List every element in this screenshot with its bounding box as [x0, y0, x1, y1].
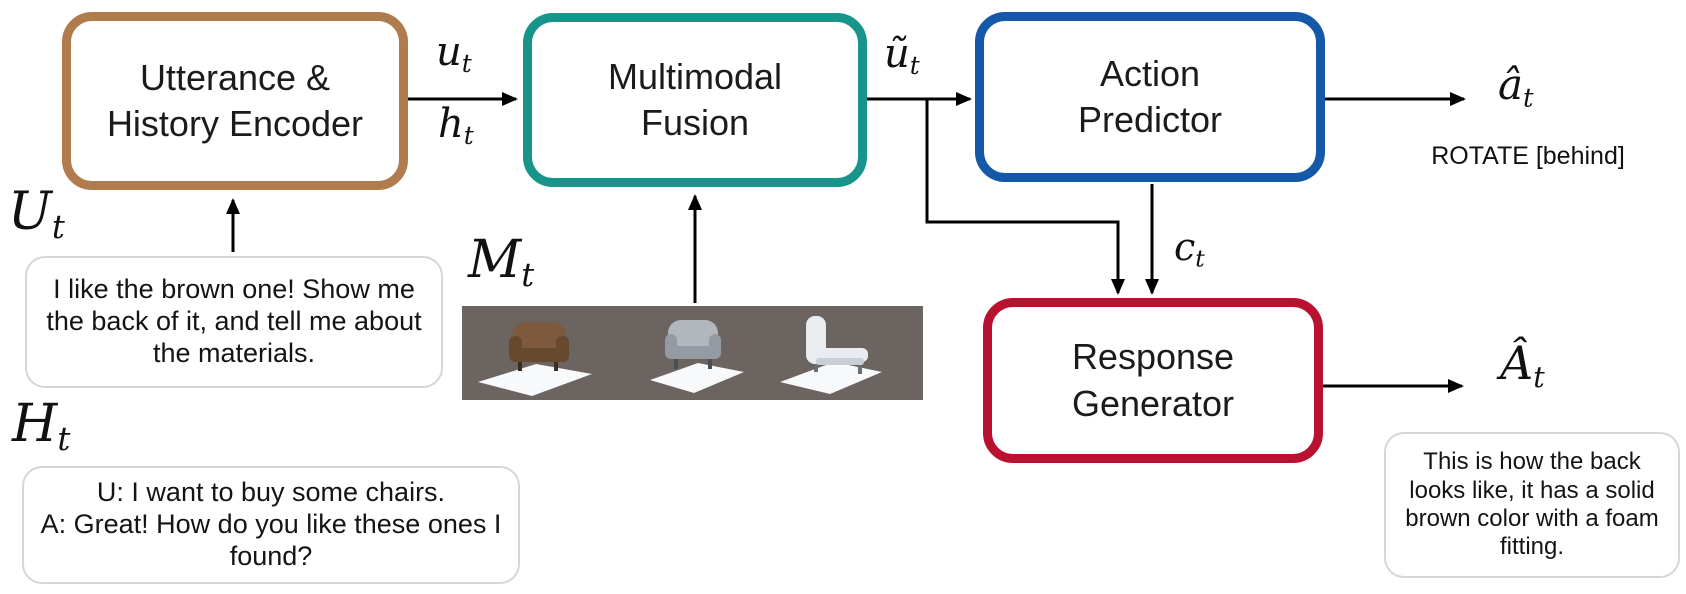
gray-armchair-icon — [665, 320, 721, 369]
chair-leg — [708, 358, 712, 369]
label-U-t-sub: t — [51, 208, 65, 247]
white-chaise-icon — [806, 316, 868, 374]
utterance-history-encoder-box: Utterance & History Encoder — [62, 12, 408, 190]
platform-left — [478, 364, 592, 396]
chair-leg — [674, 358, 678, 369]
label-H-t-base: H — [12, 394, 58, 454]
label-c-t-base: c — [1174, 225, 1196, 269]
label-H-t-sub: t — [57, 420, 71, 459]
chair-leg — [858, 364, 862, 374]
label-U-t: Ut — [8, 186, 65, 243]
chair-leg — [554, 360, 558, 371]
label-H-t: Ht — [12, 398, 70, 455]
response-bubble: This is how the back looks like, it has … — [1384, 432, 1680, 578]
label-c-t-sub: t — [1195, 244, 1205, 273]
label-u-tilde-t-base: ũ — [884, 31, 910, 77]
label-h-t-sub: t — [463, 120, 474, 150]
label-a-hat-t: ât — [1498, 64, 1534, 114]
label-u-t-base: u — [436, 29, 462, 75]
label-u-tilde-t-sub: t — [909, 50, 920, 80]
label-A-hat-t-sub: t — [1533, 360, 1545, 394]
label-M-t: Mt — [468, 234, 534, 291]
chair-seat — [514, 348, 564, 362]
label-U-t-base: U — [8, 182, 52, 242]
label-u-t-sub: t — [461, 48, 472, 78]
label-c-t: ct — [1174, 228, 1205, 271]
label-A-hat-t: Ât — [1500, 340, 1545, 393]
label-u-t: ut — [436, 32, 472, 77]
chaise-base — [816, 358, 864, 365]
action-example-text: ROTATE [behind] — [1431, 142, 1625, 170]
action-predictor-box: Action Predictor — [975, 12, 1325, 182]
label-M-t-base: M — [468, 230, 522, 290]
chair-back — [668, 320, 718, 352]
label-u-tilde-t: ũt — [884, 34, 920, 79]
response-generator-box: Response Generator — [983, 298, 1323, 463]
label-h-t: ht — [438, 104, 474, 149]
history-bubble: U: I want to buy some chairs. A: Great! … — [22, 466, 520, 584]
chair-leg — [814, 362, 818, 372]
brown-armchair-icon — [509, 322, 569, 371]
platform-right — [780, 362, 882, 394]
label-h-t-base: h — [438, 101, 464, 147]
label-M-t-sub: t — [521, 256, 535, 295]
platform-middle — [650, 363, 744, 393]
chair-seat — [670, 346, 716, 359]
label-A-hat-t-base: Â — [1500, 336, 1534, 390]
utterance-bubble: I like the brown one! Show me the back o… — [25, 256, 443, 388]
label-a-hat-t-base: â — [1498, 60, 1524, 109]
multimodal-context-image — [462, 306, 923, 400]
chair-back — [512, 322, 566, 354]
multimodal-fusion-box: Multimodal Fusion — [523, 13, 867, 187]
label-a-hat-t-sub: t — [1523, 83, 1534, 114]
chair-leg — [518, 360, 522, 371]
